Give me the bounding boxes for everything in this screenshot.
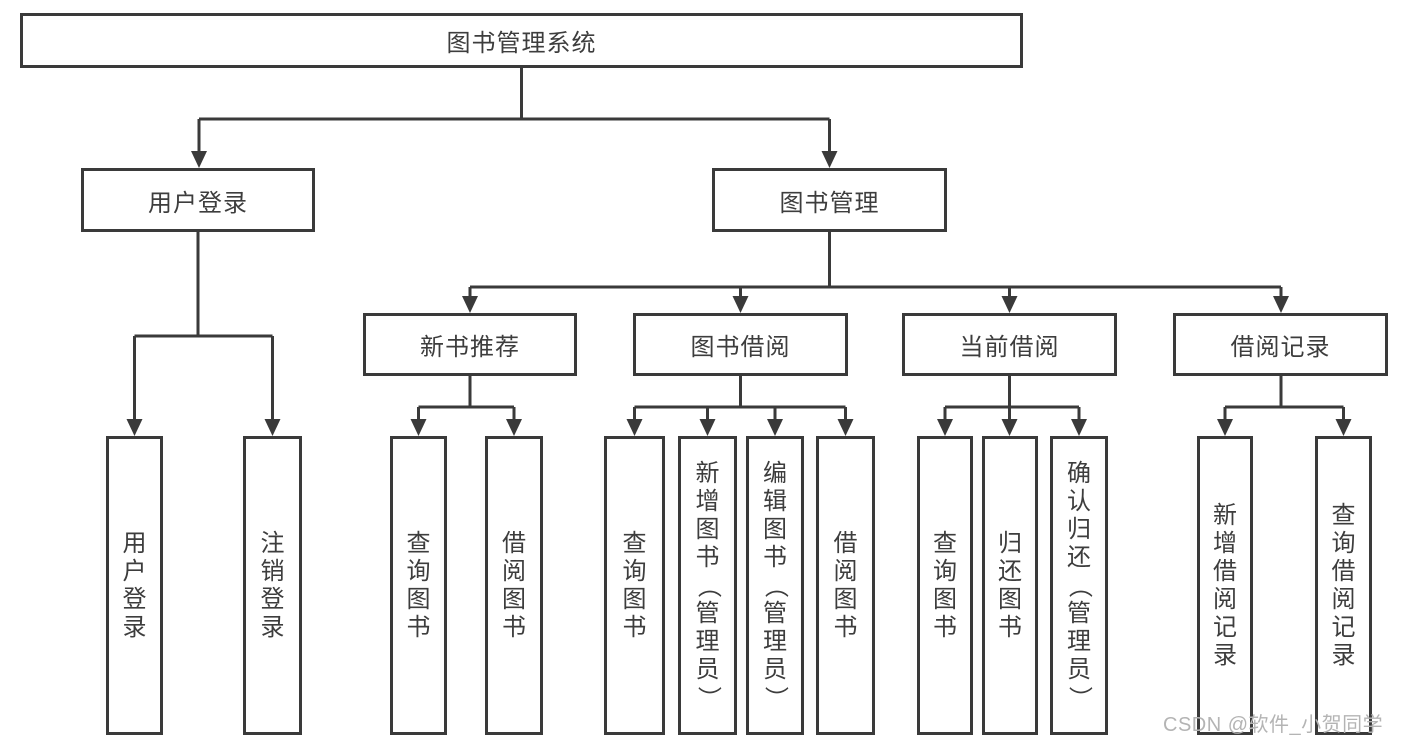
- leaf-user-login: 用户登录: [106, 436, 163, 735]
- leaf-borrow-books-borrowing: 借阅图书: [816, 436, 875, 735]
- leaf-edit-book-admin: 编辑图书（管理员）: [746, 436, 804, 735]
- node-book-borrowing: 图书借阅: [633, 313, 848, 376]
- node-borrowing-records: 借阅记录: [1173, 313, 1388, 376]
- leaf-confirm-return-admin: 确认归还（管理员）: [1050, 436, 1108, 735]
- node-new-book-recommendation: 新书推荐: [363, 313, 577, 376]
- leaf-query-books-recommend: 查询图书: [390, 436, 447, 735]
- leaf-borrow-books-recommend: 借阅图书: [485, 436, 543, 735]
- leaf-add-borrow-record: 新增借阅记录: [1197, 436, 1253, 735]
- leaf-query-books-borrowing: 查询图书: [604, 436, 665, 735]
- leaf-add-book-admin: 新增图书（管理员）: [678, 436, 737, 735]
- node-book-management: 图书管理: [712, 168, 947, 232]
- node-library-management-system: 图书管理系统: [20, 13, 1023, 68]
- leaf-return-book: 归还图书: [982, 436, 1038, 735]
- watermark: CSDN @软件_小贺同学: [1163, 714, 1384, 736]
- node-current-borrowing: 当前借阅: [902, 313, 1117, 376]
- leaf-logout: 注销登录: [243, 436, 302, 735]
- node-user-login: 用户登录: [81, 168, 315, 232]
- leaf-query-borrow-record: 查询借阅记录: [1315, 436, 1372, 735]
- leaf-query-books-current: 查询图书: [917, 436, 973, 735]
